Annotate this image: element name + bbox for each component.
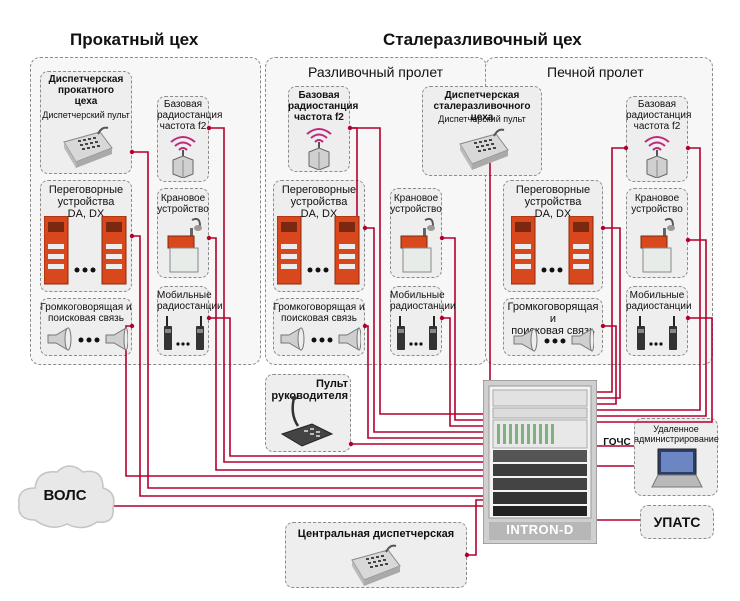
- pouring-loudspeaker-label: Громкоговорящая и поисковая связь: [273, 302, 365, 324]
- intercom-unit-icon: [44, 216, 127, 285]
- pouring-mobile-label: Мобильные радиостанции: [390, 290, 456, 312]
- gochs-label: ГОЧС: [603, 437, 631, 448]
- vols-cloud-icon: [18, 465, 115, 529]
- furnace-base-station-label: Базовая радиостанция частота f2: [626, 99, 692, 132]
- desk-microphone-icon: [280, 396, 334, 447]
- rolling-loudspeaker-label: Громкоговорящая и поисковая связь: [40, 302, 132, 324]
- mobile-radio-icon: [637, 316, 677, 350]
- mobile-radio-icon: [164, 316, 204, 350]
- steel-shop-title: Сталеразливочный цех: [383, 30, 582, 49]
- laptop-icon: [651, 448, 703, 488]
- loudspeaker-icon: [47, 327, 128, 351]
- pouring-intercom-label: Переговорные устройства DA, DX: [281, 184, 357, 220]
- furnace-intercom-label: Переговорные устройства DA, DX: [515, 184, 591, 220]
- crane-unit-icon: [167, 217, 202, 273]
- crane-unit-icon: [400, 217, 435, 273]
- remote-admin-label: Удаленное администрирование: [634, 424, 719, 444]
- rolling-shop-title: Прокатный цех: [70, 30, 199, 49]
- rolling-crane-label: Крановое устройство: [157, 193, 209, 215]
- loudspeaker-icon: [280, 327, 361, 351]
- rolling-dispatch-console-label: Диспетчерский пульт: [42, 110, 130, 120]
- pouring-base-station-label: Базовая радиостанция частота f2: [288, 90, 359, 123]
- pouring-loudspeaker-box: [273, 298, 365, 356]
- intron-d-rack-icon: [483, 380, 597, 544]
- loudspeaker-icon: [513, 328, 594, 352]
- rolling-intercom-label: Переговорные устройства DA, DX: [48, 184, 124, 220]
- dispatch-console-icon: [63, 126, 113, 168]
- upats-box: [640, 505, 714, 539]
- base-station-icon: [170, 136, 196, 178]
- steel-dispatch-title: Диспетчерская сталеразливочного цеха: [433, 90, 531, 123]
- rack-label: INTRON-D: [506, 522, 574, 537]
- furnace-bay-title: Печной пролет: [547, 64, 644, 80]
- dispatch-console-icon: [459, 128, 509, 170]
- rolling-dispatch-title: Диспетчерская прокатного цеха: [48, 74, 124, 107]
- manager-console-label: Пульт руководителя: [271, 378, 348, 402]
- rolling-base-station-label: Базовая радиостанция частота f2: [157, 99, 223, 132]
- dispatch-console-icon: [351, 544, 401, 586]
- base-station-icon: [644, 136, 670, 178]
- vols-label: ВОЛС: [43, 487, 87, 504]
- crane-unit-icon: [640, 217, 675, 273]
- rolling-mobile-label: Мобильные радиостанции: [157, 290, 223, 312]
- furnace-mobile-label: Мобильные радиостанции: [626, 290, 692, 312]
- rolling-loudspeaker-box: [40, 298, 132, 356]
- intercom-unit-icon: [511, 216, 594, 285]
- central-dispatch-label: Центральная диспетчерская: [297, 528, 455, 540]
- upats-label: УПАТС: [653, 514, 701, 530]
- furnace-loudspeaker-label: Громкоговорящая и поисковая связь: [507, 301, 599, 337]
- mobile-radio-icon: [397, 316, 437, 350]
- pouring-bay-title: Разливочный пролет: [308, 64, 444, 80]
- intercom-unit-icon: [277, 216, 360, 285]
- furnace-crane-label: Крановое устройство: [631, 193, 683, 215]
- base-station-icon: [306, 128, 332, 170]
- steel-dispatch-console-label: Диспетчерский пульт: [438, 114, 526, 124]
- pouring-crane-label: Крановое устройство: [390, 193, 442, 215]
